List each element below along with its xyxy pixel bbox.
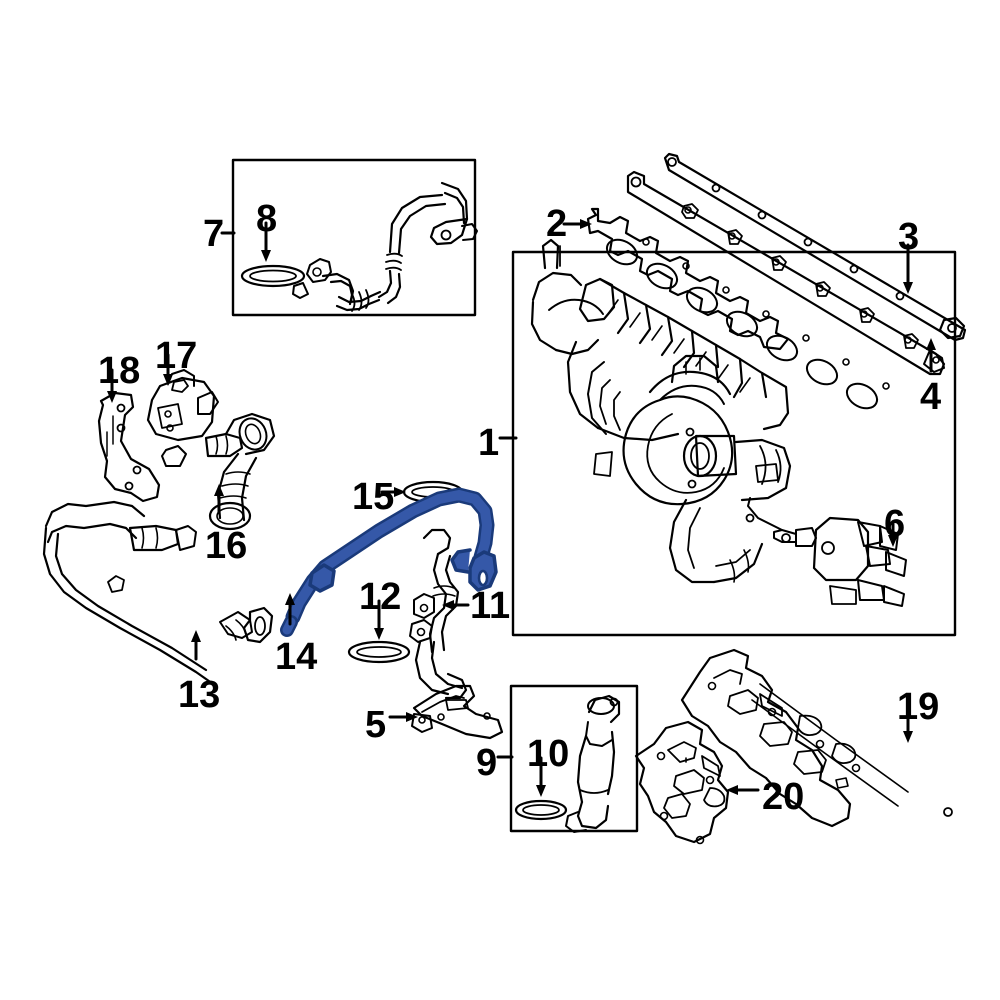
callout-label-8: 8 — [256, 198, 278, 240]
callout-label-13: 13 — [178, 674, 221, 716]
callout-label-6: 6 — [884, 503, 906, 545]
callout-label-7: 7 — [203, 213, 225, 255]
exhaust-heat-shield-long — [680, 648, 953, 828]
coolant-return-pipe — [409, 528, 468, 700]
callout-label-19: 19 — [897, 686, 940, 728]
callout-label-17: 17 — [155, 335, 198, 377]
callout-label-11: 11 — [470, 585, 511, 627]
callout-label-10: 10 — [527, 733, 570, 775]
callout-label-18: 18 — [98, 350, 141, 392]
callout-label-20: 20 — [762, 776, 805, 818]
callout-label-2: 2 — [546, 203, 568, 245]
heat-shield-rail-upper — [663, 152, 967, 342]
callout-label-5: 5 — [365, 704, 387, 746]
support-bracket — [411, 684, 504, 740]
air-duct-kit-box — [509, 684, 639, 833]
exhaust-manifold-gasket — [586, 207, 890, 410]
callout-label-16: 16 — [205, 525, 248, 567]
oil-line-kit-box — [231, 158, 477, 317]
heat-shield-rail-lower — [626, 170, 946, 376]
exhaust-heat-shield-short — [634, 720, 730, 845]
oil-return-line-highlighted — [280, 487, 498, 637]
pump-mounting-bracket — [97, 391, 161, 503]
callout-label-3: 3 — [898, 216, 920, 258]
callout-label-4: 4 — [920, 376, 942, 418]
air-duct-assembly — [514, 694, 621, 833]
auxiliary-water-pump — [146, 369, 244, 467]
oil-supply-line-assembly — [240, 181, 478, 312]
callout-leaders — [107, 219, 936, 797]
callout-label-12: 12 — [359, 576, 402, 618]
coolant-feed-line — [42, 500, 274, 688]
callout-label-14: 14 — [275, 636, 318, 678]
callout-label-1: 1 — [478, 422, 500, 464]
coolant-pipe-gasket — [347, 640, 411, 664]
turbocharger-assembly — [530, 238, 907, 607]
callout-label-15: 15 — [352, 476, 395, 518]
callout-label-9: 9 — [476, 742, 498, 784]
